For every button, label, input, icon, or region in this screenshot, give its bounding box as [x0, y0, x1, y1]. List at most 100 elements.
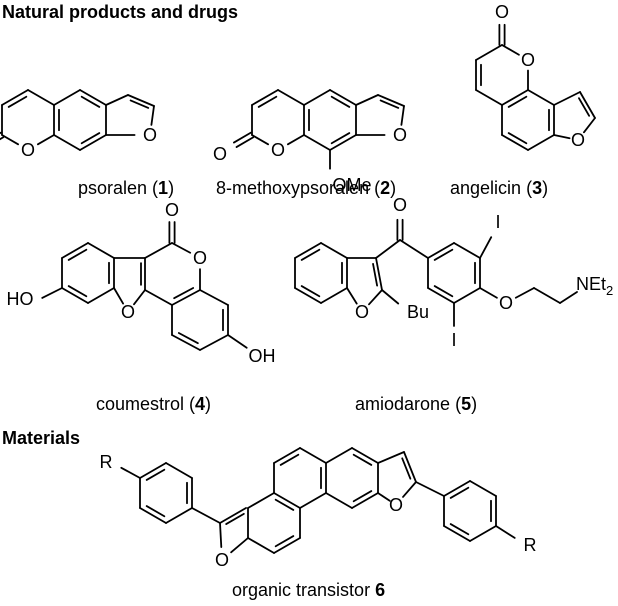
bond — [165, 462, 193, 479]
bond — [507, 95, 528, 108]
compound-number: 1 — [158, 178, 169, 198]
bond — [235, 136, 255, 148]
bond — [330, 132, 351, 145]
oxygen-label: O — [143, 125, 157, 145]
bond — [399, 239, 429, 259]
bond — [449, 523, 470, 536]
bond — [381, 289, 400, 305]
bond — [443, 480, 471, 497]
oxygen-label: O — [271, 140, 285, 160]
bond — [273, 492, 301, 509]
compound-name: organic transistor — [232, 580, 371, 600]
bond — [403, 451, 417, 483]
bond — [402, 481, 417, 498]
iodine-label: I — [451, 330, 456, 350]
iodine-label: I — [495, 212, 500, 232]
caption-amiodarone: amiodarone (5) — [355, 394, 478, 414]
bond — [427, 242, 455, 259]
bond — [553, 134, 571, 140]
r-group-label: R — [524, 535, 537, 555]
bond — [469, 480, 497, 497]
bond — [433, 285, 454, 298]
r-group-label: R — [100, 452, 113, 472]
bond — [1, 134, 20, 146]
diethylamino-label: NEt2 — [576, 274, 613, 298]
bond — [219, 507, 247, 524]
compound-number: 3 — [532, 178, 543, 198]
bond — [401, 457, 412, 480]
bond — [553, 91, 581, 106]
bond — [495, 525, 516, 539]
bond — [129, 99, 150, 109]
hydroxyl-label: HO — [7, 289, 34, 309]
bond — [27, 89, 55, 106]
bond — [230, 537, 249, 554]
bond — [67, 285, 88, 298]
bond — [320, 287, 348, 304]
caption-psoralen: psoralen (1) — [78, 178, 175, 198]
oxygen-label: O — [499, 293, 513, 313]
bond — [501, 134, 529, 151]
bond — [177, 332, 199, 345]
bond — [475, 44, 503, 61]
bond — [79, 134, 107, 151]
butyl-label: Bu — [407, 302, 429, 322]
bond — [80, 95, 101, 108]
compound-number: 6 — [375, 580, 386, 600]
bond — [227, 334, 248, 349]
bond — [377, 451, 405, 464]
bond — [501, 89, 529, 106]
compound-name: angelicin — [450, 178, 522, 198]
bond — [247, 492, 275, 509]
bond — [127, 94, 155, 107]
bond — [355, 94, 379, 106]
bond — [191, 507, 221, 524]
diethylamino-subscript: 2 — [606, 283, 613, 298]
bond — [415, 481, 445, 497]
compound-name: amiodarone — [355, 394, 451, 414]
bond — [133, 289, 146, 306]
bond — [120, 466, 141, 479]
bond — [0, 136, 5, 141]
bond — [294, 242, 322, 259]
bond — [36, 134, 55, 146]
oxygen-label: O — [393, 195, 407, 215]
bond — [379, 99, 400, 109]
bond — [7, 95, 28, 108]
caption-organic-transistor: organic transistor 6 — [232, 580, 385, 601]
bond — [257, 95, 278, 108]
bond — [0, 131, 2, 135]
bond — [53, 134, 81, 151]
bond — [87, 242, 115, 259]
bond — [171, 334, 201, 351]
bond — [144, 289, 173, 306]
bond — [427, 287, 455, 304]
compound-name: coumestrol — [96, 394, 185, 414]
structure-psoralen: OOO — [0, 89, 157, 160]
bond — [303, 89, 331, 106]
bond — [501, 44, 520, 56]
methoxy-label: OMe — [332, 175, 371, 195]
bond — [377, 94, 405, 107]
bond — [300, 285, 321, 298]
bond — [329, 134, 357, 151]
bond — [41, 287, 63, 299]
bond — [325, 492, 353, 509]
bond — [199, 289, 229, 306]
bond — [352, 453, 373, 466]
bond — [303, 134, 331, 151]
oxygen-label: O — [165, 200, 179, 220]
bond — [559, 291, 578, 304]
bond — [453, 242, 481, 259]
oxygen-label: O — [213, 144, 227, 164]
compound-number: 5 — [461, 394, 472, 414]
bond — [1, 89, 29, 106]
caption-8-methoxypsoralen: 8-methoxypsoralen (2) — [216, 178, 397, 198]
bond — [79, 89, 107, 106]
bond — [225, 512, 245, 525]
section-heading-materials: Materials — [2, 428, 81, 448]
bond — [579, 91, 596, 119]
